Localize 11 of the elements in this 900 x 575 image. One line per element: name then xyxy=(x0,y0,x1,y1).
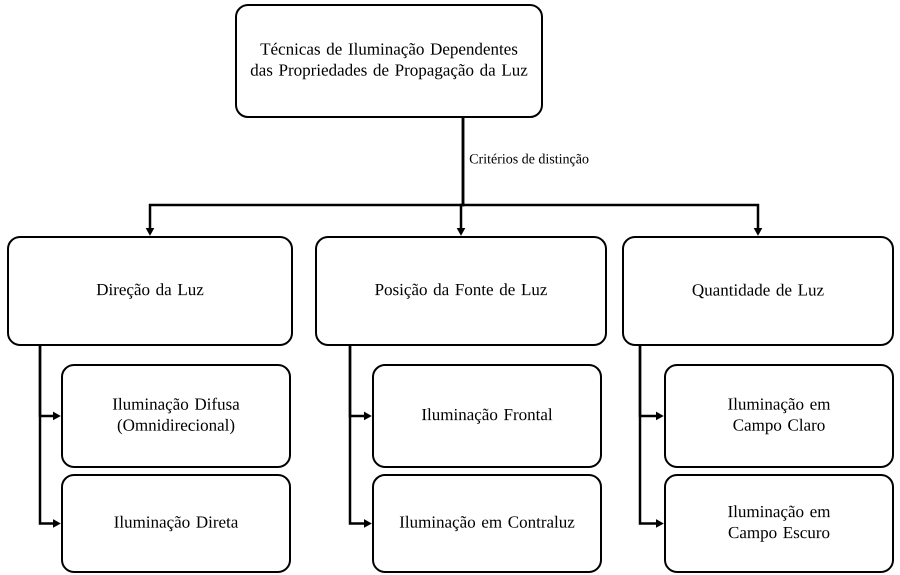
category-box: Posição da Fonte de Luz xyxy=(315,236,607,346)
technique-box: Iluminação Frontal xyxy=(372,364,602,468)
edge-label: Critérios de distinção xyxy=(470,154,588,166)
title-box: Técnicas de Iluminação Dependentes das Propriedades de Propagação da Luz xyxy=(235,4,543,118)
category-box: Quantidade de Luz xyxy=(622,236,894,346)
technique-box: Iluminação Direta xyxy=(61,474,291,573)
technique-box: Iluminação Difusa (Omnidirecional) xyxy=(61,364,291,468)
technique-box: Iluminação em Contraluz xyxy=(372,474,602,573)
category-box: Direção da Luz xyxy=(7,236,293,346)
technique-box: Iluminação em Campo Claro xyxy=(664,364,894,468)
technique-box: Iluminação em Campo Escuro xyxy=(664,474,894,573)
